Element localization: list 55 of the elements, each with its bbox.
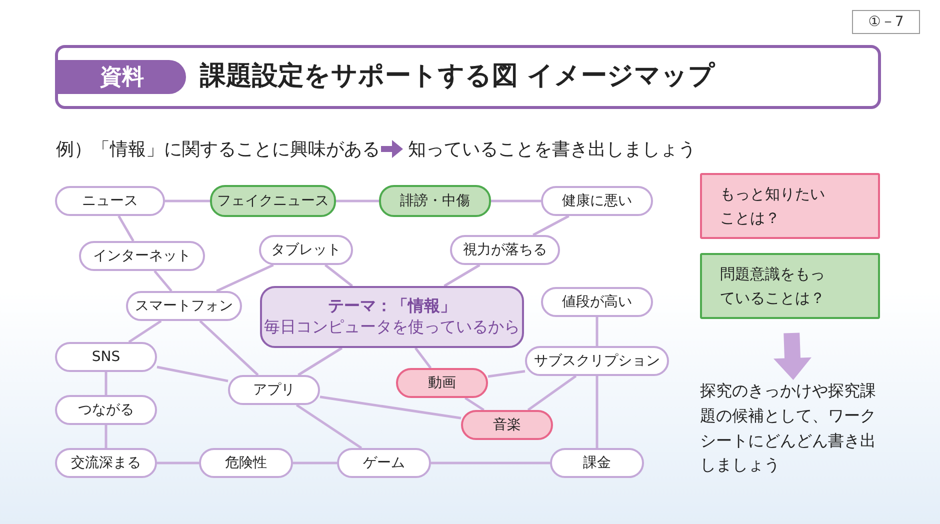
connector-line <box>491 200 541 202</box>
connector-line <box>156 366 228 382</box>
topic-box: ニュース <box>55 186 165 216</box>
page-number: ①－7 <box>852 10 920 34</box>
question-box: もっと知りたいことは？ <box>700 173 880 239</box>
topic-box: タブレット <box>259 235 353 265</box>
question-box: 問題意識をもっていることは？ <box>700 253 880 319</box>
connector-line <box>104 425 108 448</box>
topic-box: SNS <box>55 342 157 372</box>
topic-box: インターネット <box>79 241 205 271</box>
instruction-text: 探究のきっかけや探究課題の候補として、ワークシートにどんどん書き出しましょう <box>700 379 890 483</box>
topic-box: 値段が高い <box>541 287 653 317</box>
connector-line <box>199 320 259 376</box>
connector-line <box>157 462 199 464</box>
connector-line <box>118 215 134 242</box>
topic-box: 誹謗・中傷 <box>379 185 491 217</box>
title: 課題設定をサポートする図 イメージマップ <box>200 60 716 93</box>
topic-box: フェイクニュース <box>210 185 336 217</box>
connector-line <box>104 372 108 395</box>
connector-line <box>532 214 570 236</box>
topic-box: 健康に悪い <box>541 186 653 216</box>
down-arrow <box>774 332 812 380</box>
connector-line <box>293 462 337 464</box>
connector-line <box>298 346 343 376</box>
connector-line <box>324 264 353 287</box>
theme-box: テーマ：「情報」 毎日コンピュータを使っているから <box>260 286 524 348</box>
connector-line <box>488 370 526 378</box>
connector-line <box>431 462 550 464</box>
connector-line <box>336 200 379 202</box>
connector-line <box>464 396 484 412</box>
connector-line <box>596 317 598 346</box>
topic-box: 危険性 <box>199 448 293 478</box>
topic-box: スマートフォン <box>126 291 242 321</box>
connector-line <box>320 396 462 420</box>
topic-box: アプリ <box>228 375 320 405</box>
connector-line <box>444 264 480 288</box>
connector-line <box>165 200 210 202</box>
connector-line <box>128 320 162 344</box>
topic-box: 課金 <box>550 448 644 478</box>
prompt-text: 知っていることを書き出しましょう <box>408 138 696 161</box>
topic-box: 交流深まる <box>55 448 157 478</box>
section-badge: 資料 <box>58 60 186 94</box>
topic-box: つながる <box>55 395 157 425</box>
topic-box: 視力が落ちる <box>450 235 560 265</box>
connector-line <box>296 404 362 450</box>
connector-line <box>596 376 598 448</box>
topic-box: サブスクリプション <box>525 346 669 376</box>
topic-box: ゲーム <box>337 448 431 478</box>
topic-box: 音楽 <box>461 410 553 440</box>
topic-box: 動画 <box>396 368 488 398</box>
prompt-text: 例）「情報」に関することに興味がある <box>56 138 380 161</box>
connector-line <box>527 374 577 412</box>
connector-line <box>216 264 274 292</box>
connector-line <box>154 270 172 292</box>
connector-line <box>414 347 432 369</box>
